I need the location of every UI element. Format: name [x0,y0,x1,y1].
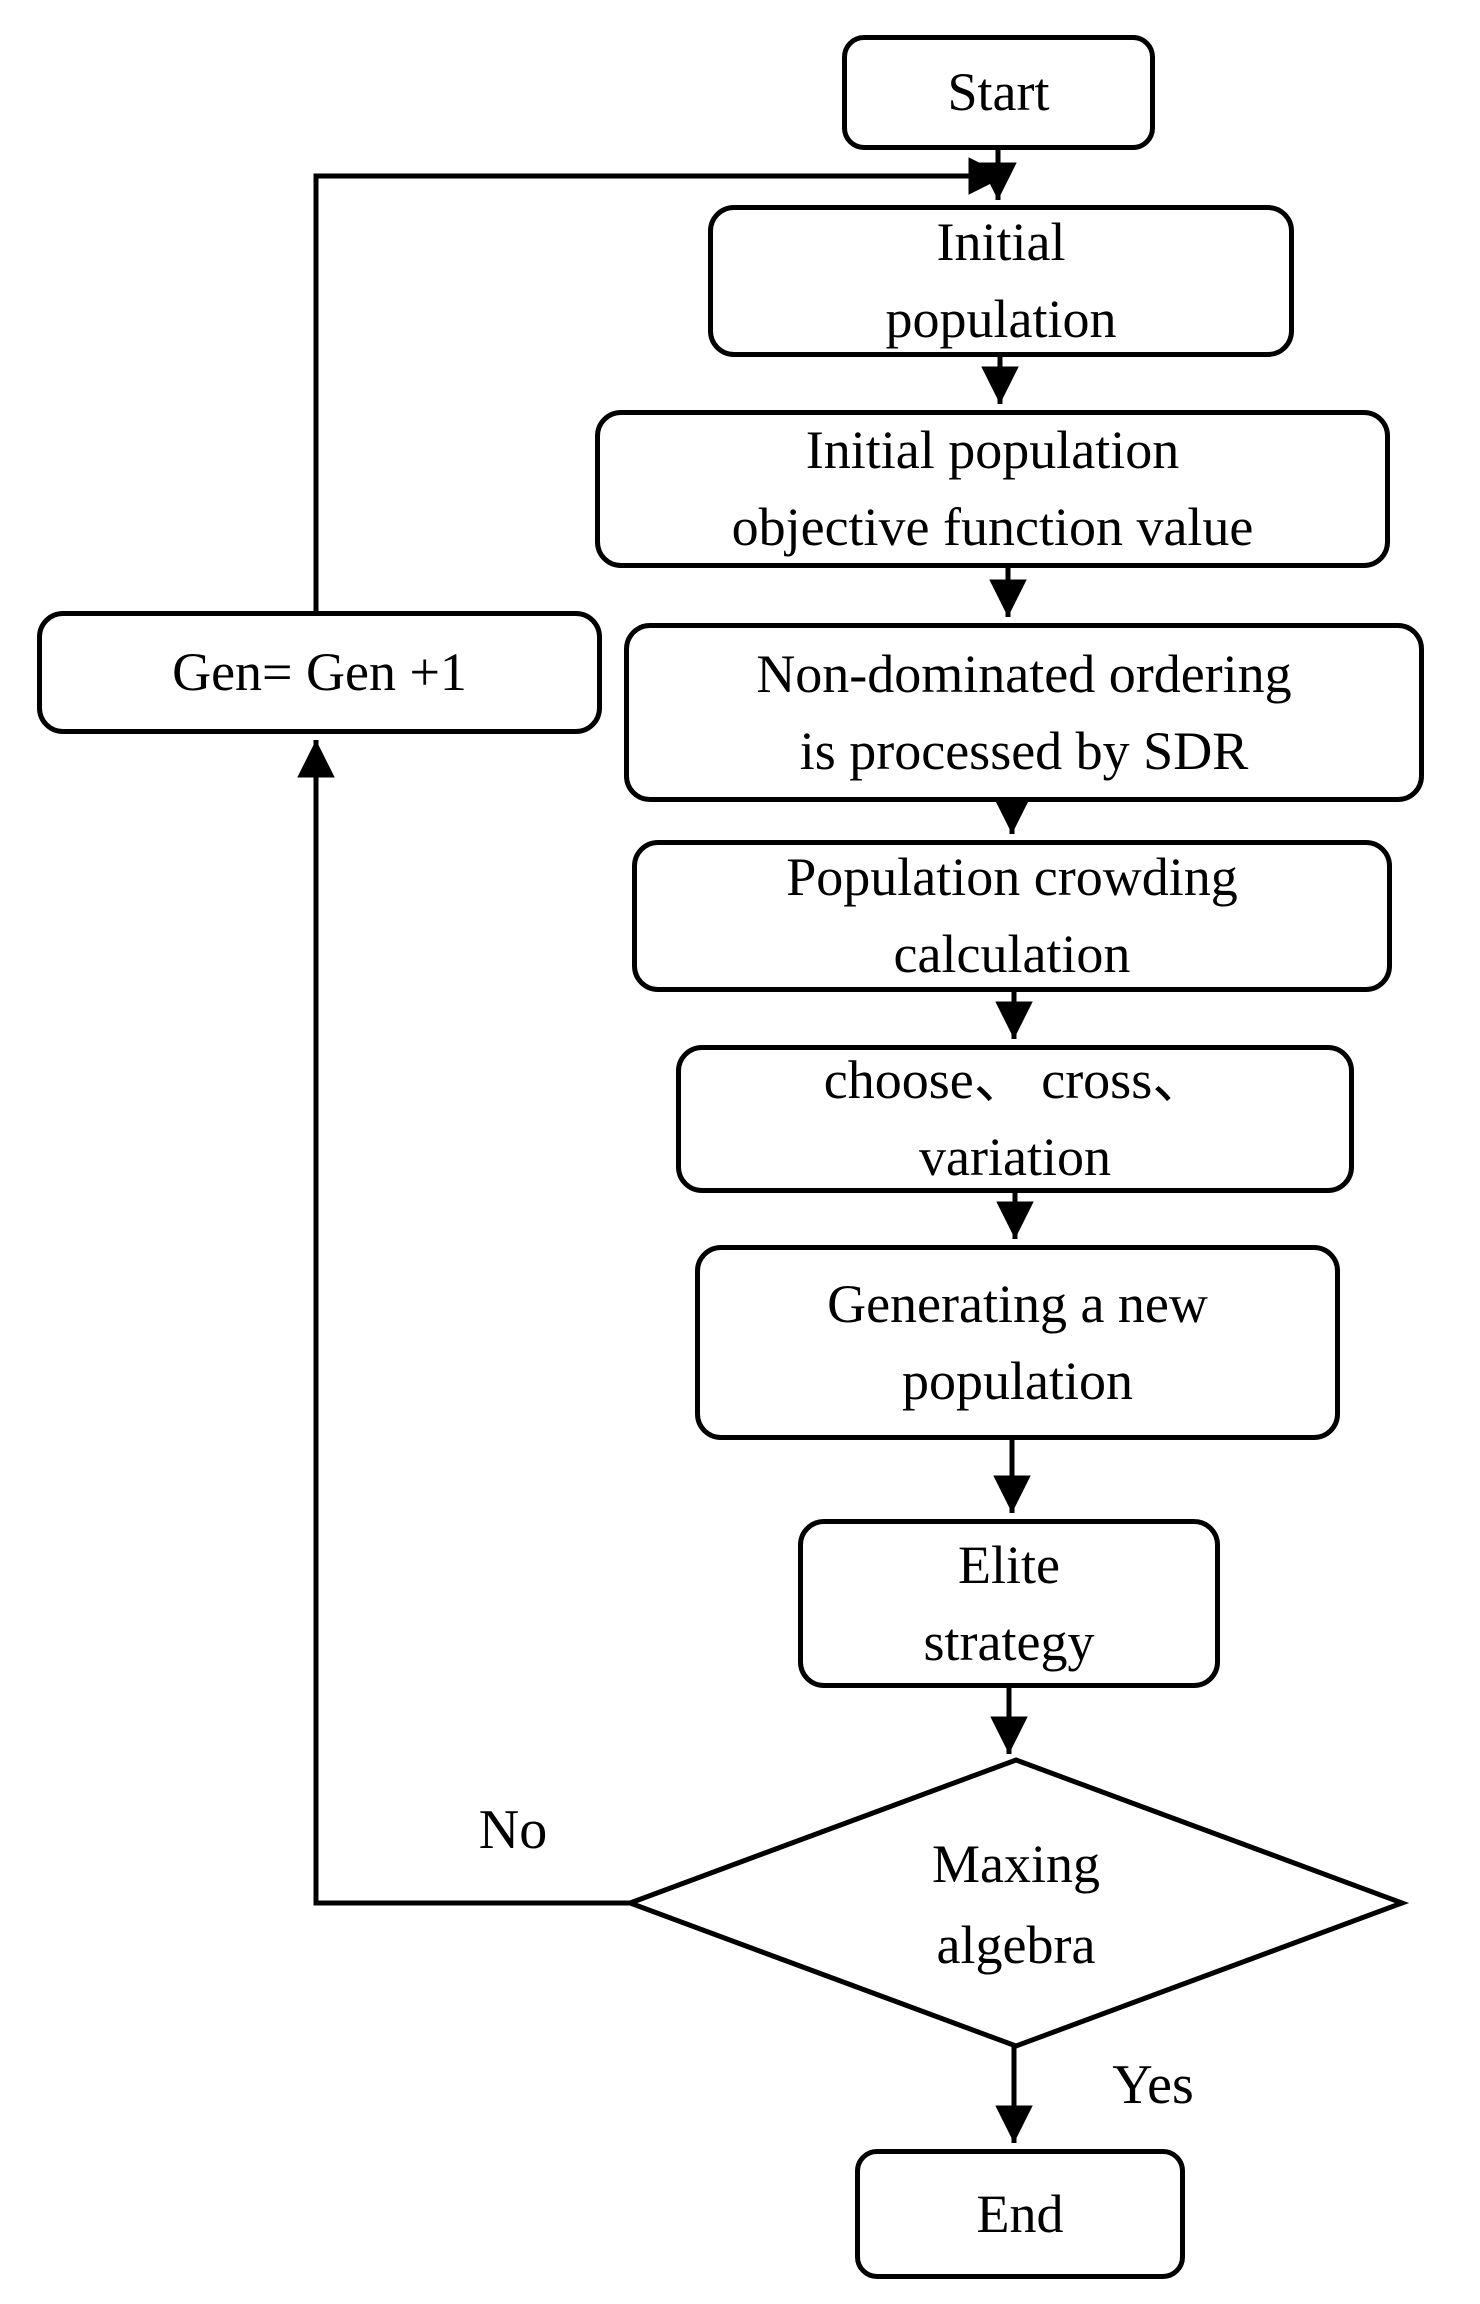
gen-increment-node: Gen= Gen +1 [37,611,602,734]
choose-cross-variation-node: choose、 cross、 variation [676,1045,1354,1193]
elite-strategy-node: Elite strategy [798,1519,1220,1688]
sdr-ordering-node: Non-dominated ordering is processed by S… [624,623,1424,802]
crowding-calculation-node: Population crowding calculation [632,840,1392,992]
initial-population-node: Initial population [708,205,1294,357]
edge-decision-to-gen-no [297,740,630,1906]
objective-function-node: Initial population objective function va… [595,410,1390,568]
edge-gen-to-initial-population [313,157,1006,611]
decision-diamond-shape [622,1757,1410,2049]
start-node: Start [842,35,1155,150]
no-branch-label: No [478,1799,548,1862]
end-node: End [855,2149,1185,2279]
yes-branch-label: Yes [1112,2054,1194,2117]
new-population-node: Generating a new population [695,1245,1340,1440]
decision-node-label: Maxing algebra [932,1834,1100,1975]
